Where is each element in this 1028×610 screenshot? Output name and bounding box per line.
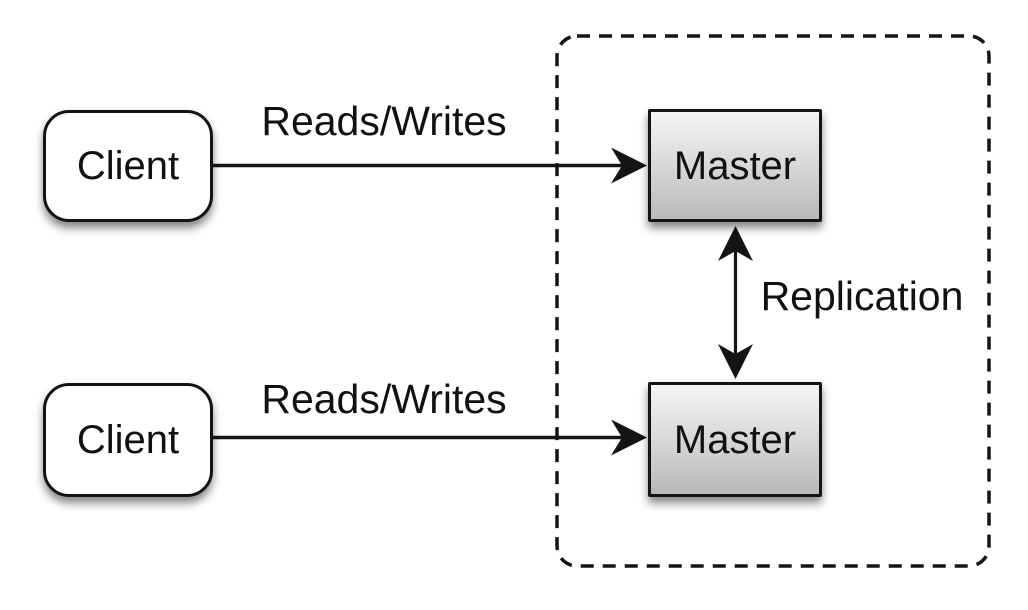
reads-writes-label-bottom: Reads/Writes <box>261 376 507 422</box>
arrowhead-up-icon <box>718 226 753 261</box>
reads-writes-arrow-top <box>213 147 647 184</box>
reads-writes-arrow-bottom <box>213 419 647 456</box>
replication-label: Replication <box>760 273 964 319</box>
client-node-bottom: Client <box>43 383 213 497</box>
master-node-label: Master <box>673 143 797 188</box>
arrowhead-right-icon <box>611 147 647 184</box>
arrowhead-right-icon <box>611 419 647 456</box>
client-node-top: Client <box>43 110 213 222</box>
master-node-label: Master <box>673 417 797 462</box>
reads-writes-label-top: Reads/Writes <box>261 98 507 144</box>
client-node-label: Client <box>76 418 180 462</box>
master-node-top: Master <box>648 109 822 222</box>
client-node-label: Client <box>76 144 180 188</box>
replication-group-boundary <box>555 34 991 568</box>
replication-arrow <box>718 226 753 379</box>
arrowhead-down-icon <box>718 344 753 379</box>
master-node-bottom: Master <box>648 382 822 497</box>
